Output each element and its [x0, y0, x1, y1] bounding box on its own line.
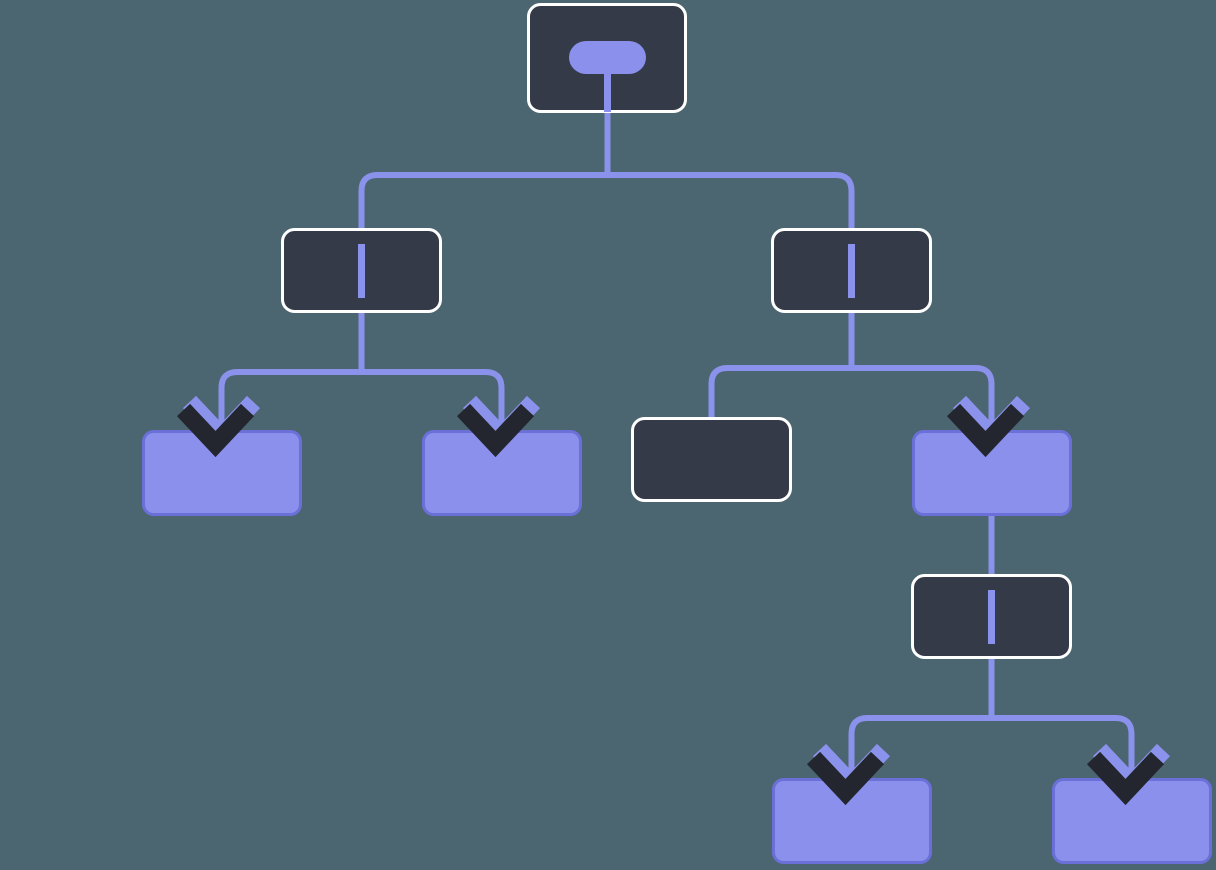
arrowhead-level4-b-dark-chevron [1086, 751, 1165, 806]
level3-dark-node-passthrough-line [988, 590, 995, 644]
arrowhead-leaf-a [176, 395, 261, 458]
connector-level3-to-leaf-b[interactable] [991, 715, 1135, 790]
arrowhead-leaf-d [946, 395, 1031, 458]
connector-level1-left-to-leaf-b[interactable] [361, 369, 505, 442]
arrowhead-leaf-a-dark-chevron [176, 403, 255, 458]
arrowhead-level4-b [1086, 743, 1171, 806]
root-node-pill-stem [604, 74, 611, 112]
arrowhead-leaf-b-dark-chevron [456, 403, 535, 458]
level1-right-node-passthrough-line [848, 244, 855, 298]
arrowhead-level4-a [806, 743, 891, 806]
root-node-pill-icon [569, 41, 646, 74]
connector-root-to-level1-left[interactable] [358, 172, 608, 245]
arrowhead-leaf-d-dark-chevron [946, 403, 1025, 458]
level1-left-node-passthrough-line [358, 244, 365, 298]
connector-level3-to-leaf-a[interactable] [848, 715, 992, 790]
root-node[interactable] [527, 3, 687, 113]
connector-root-to-level1-right[interactable] [607, 172, 855, 245]
level1-left-node[interactable] [281, 228, 442, 313]
node-layer [142, 3, 1212, 864]
level3-dark-node[interactable] [911, 574, 1072, 659]
level2-dark-node-shape[interactable] [631, 417, 792, 502]
level2-dark-node[interactable] [631, 417, 792, 502]
arrowhead-leaf-b [456, 395, 541, 458]
connector-level1-right-to-dark-node[interactable] [708, 365, 852, 418]
connector-level1-left-to-leaf-a[interactable] [218, 369, 362, 442]
arrowhead-level4-a-dark-chevron [806, 751, 885, 806]
connector-level1-right-to-leaf-d[interactable] [851, 365, 995, 442]
level1-right-node[interactable] [771, 228, 932, 313]
arrowhead-layer [176, 395, 1171, 806]
